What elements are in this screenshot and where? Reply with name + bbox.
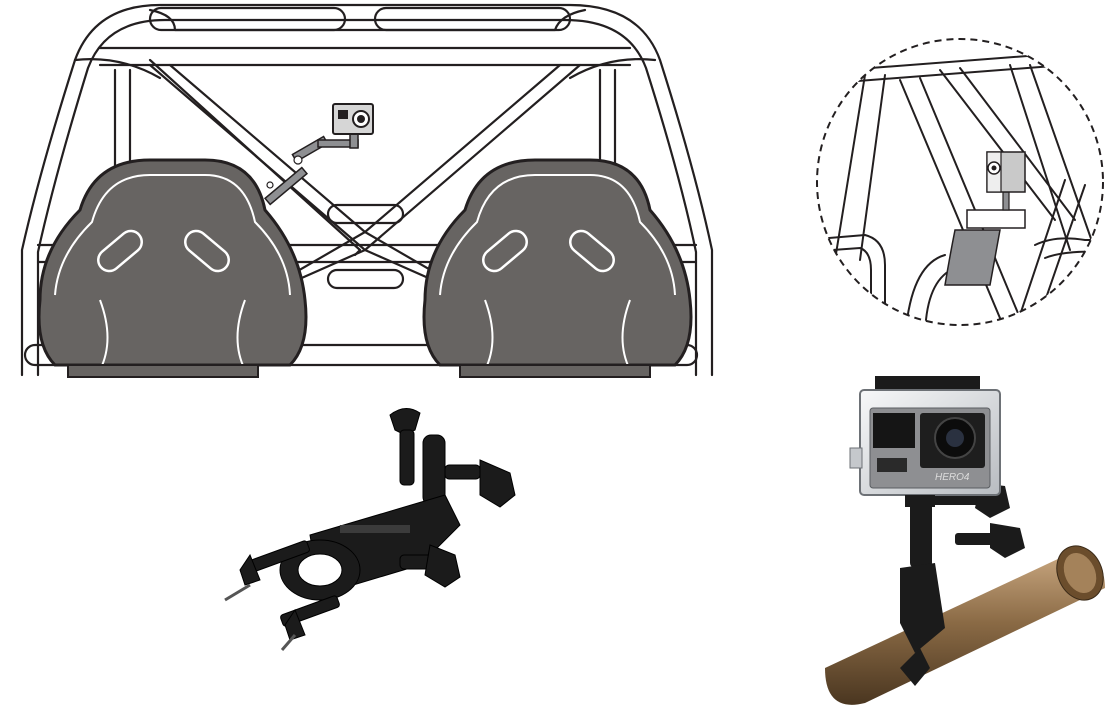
- detail-camera-icon: [944, 151, 1026, 286]
- camera-housing-icon: [849, 376, 1001, 507]
- mounted-camera-icon: [263, 103, 374, 206]
- detail-drawing: [816, 38, 1104, 326]
- mount-photo: [224, 408, 516, 651]
- cage-bottom-rail: [23, 343, 699, 367]
- left-seat: [37, 158, 308, 378]
- camera-pipe-drawing: HERO4: [825, 376, 1105, 705]
- rollcage-drawing: [20, 3, 714, 378]
- camera-brand-label: HERO4: [935, 472, 970, 483]
- roll-bar-mount-product: [210, 395, 540, 665]
- rollcage-illustration: [0, 0, 730, 380]
- camera-on-pipe-photo: HERO4: [805, 368, 1105, 707]
- right-seat: [422, 158, 693, 378]
- cage-inner-hoop: [36, 18, 698, 377]
- mount-detail-callout: [805, 30, 1105, 340]
- pipe-icon: [825, 545, 1105, 705]
- cage-outer-hoop: [20, 3, 714, 377]
